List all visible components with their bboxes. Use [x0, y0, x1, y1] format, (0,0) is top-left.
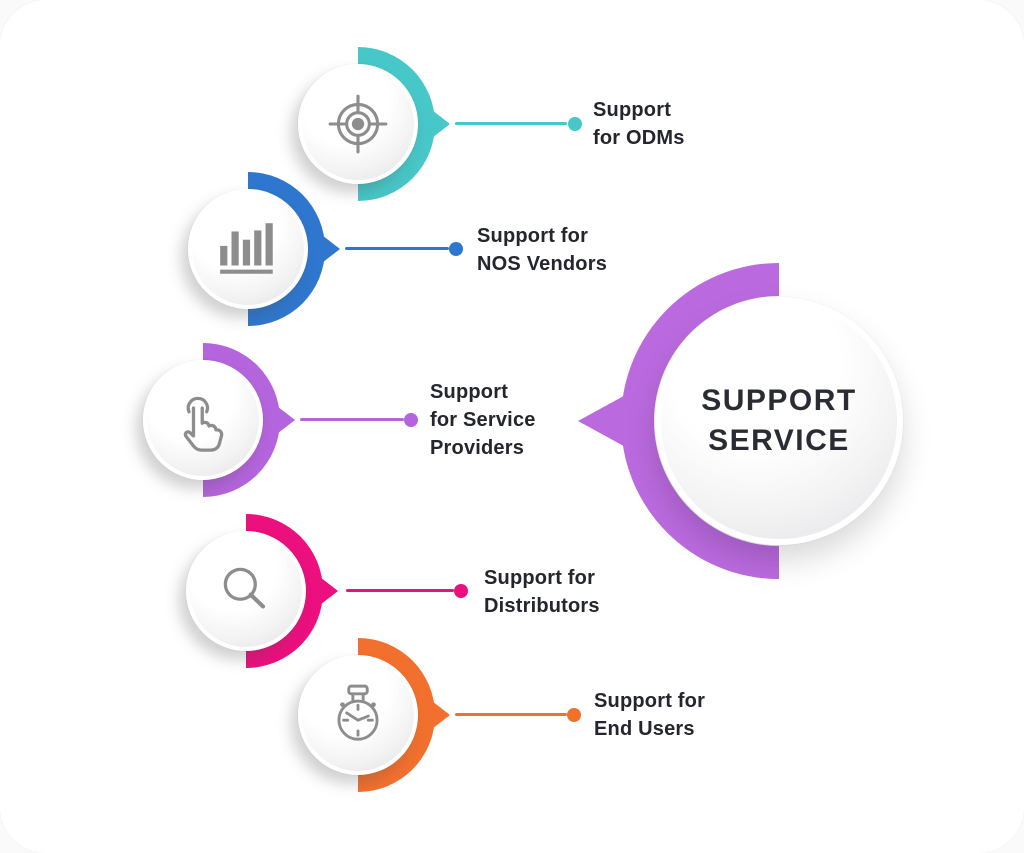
search-icon: [213, 558, 279, 624]
stopwatch-icon: [325, 682, 391, 748]
tap-icon: [168, 385, 238, 455]
item-label: Support for End Users: [594, 690, 706, 740]
connector-dot: [449, 242, 463, 256]
icon-circle: [186, 531, 306, 651]
connector-line: [455, 713, 567, 716]
connector-dot: [567, 708, 581, 722]
hub-title: SUPPORT SERVICE: [701, 384, 857, 457]
bar-chart-icon: [215, 216, 281, 282]
icon-circle: [188, 189, 308, 309]
hub-circle: SUPPORT SERVICE: [655, 297, 903, 545]
arc-pointer: [248, 172, 340, 326]
item-label: Support for ODMs: [593, 99, 685, 149]
icon-circle: [143, 360, 263, 480]
arc-pointer: [358, 47, 450, 201]
item-label: Support for Distributors: [484, 567, 600, 617]
arc-pointer: [246, 514, 338, 668]
arc-pointer: [203, 343, 295, 497]
connector-line: [346, 589, 454, 592]
arc-pointer: [358, 638, 450, 792]
connector-dot: [568, 117, 582, 131]
item-label: Support for Service Providers: [430, 381, 536, 459]
target-icon: [325, 91, 391, 157]
icon-circle: [298, 64, 418, 184]
hub-arc-pointer: [578, 263, 779, 579]
connector-line: [300, 418, 404, 421]
icon-circle: [298, 655, 418, 775]
item-label: Support for NOS Vendors: [477, 225, 608, 275]
connector-dot: [454, 584, 468, 598]
connector-line: [345, 247, 449, 250]
connector-dot: [404, 413, 418, 427]
connector-line: [455, 122, 567, 125]
